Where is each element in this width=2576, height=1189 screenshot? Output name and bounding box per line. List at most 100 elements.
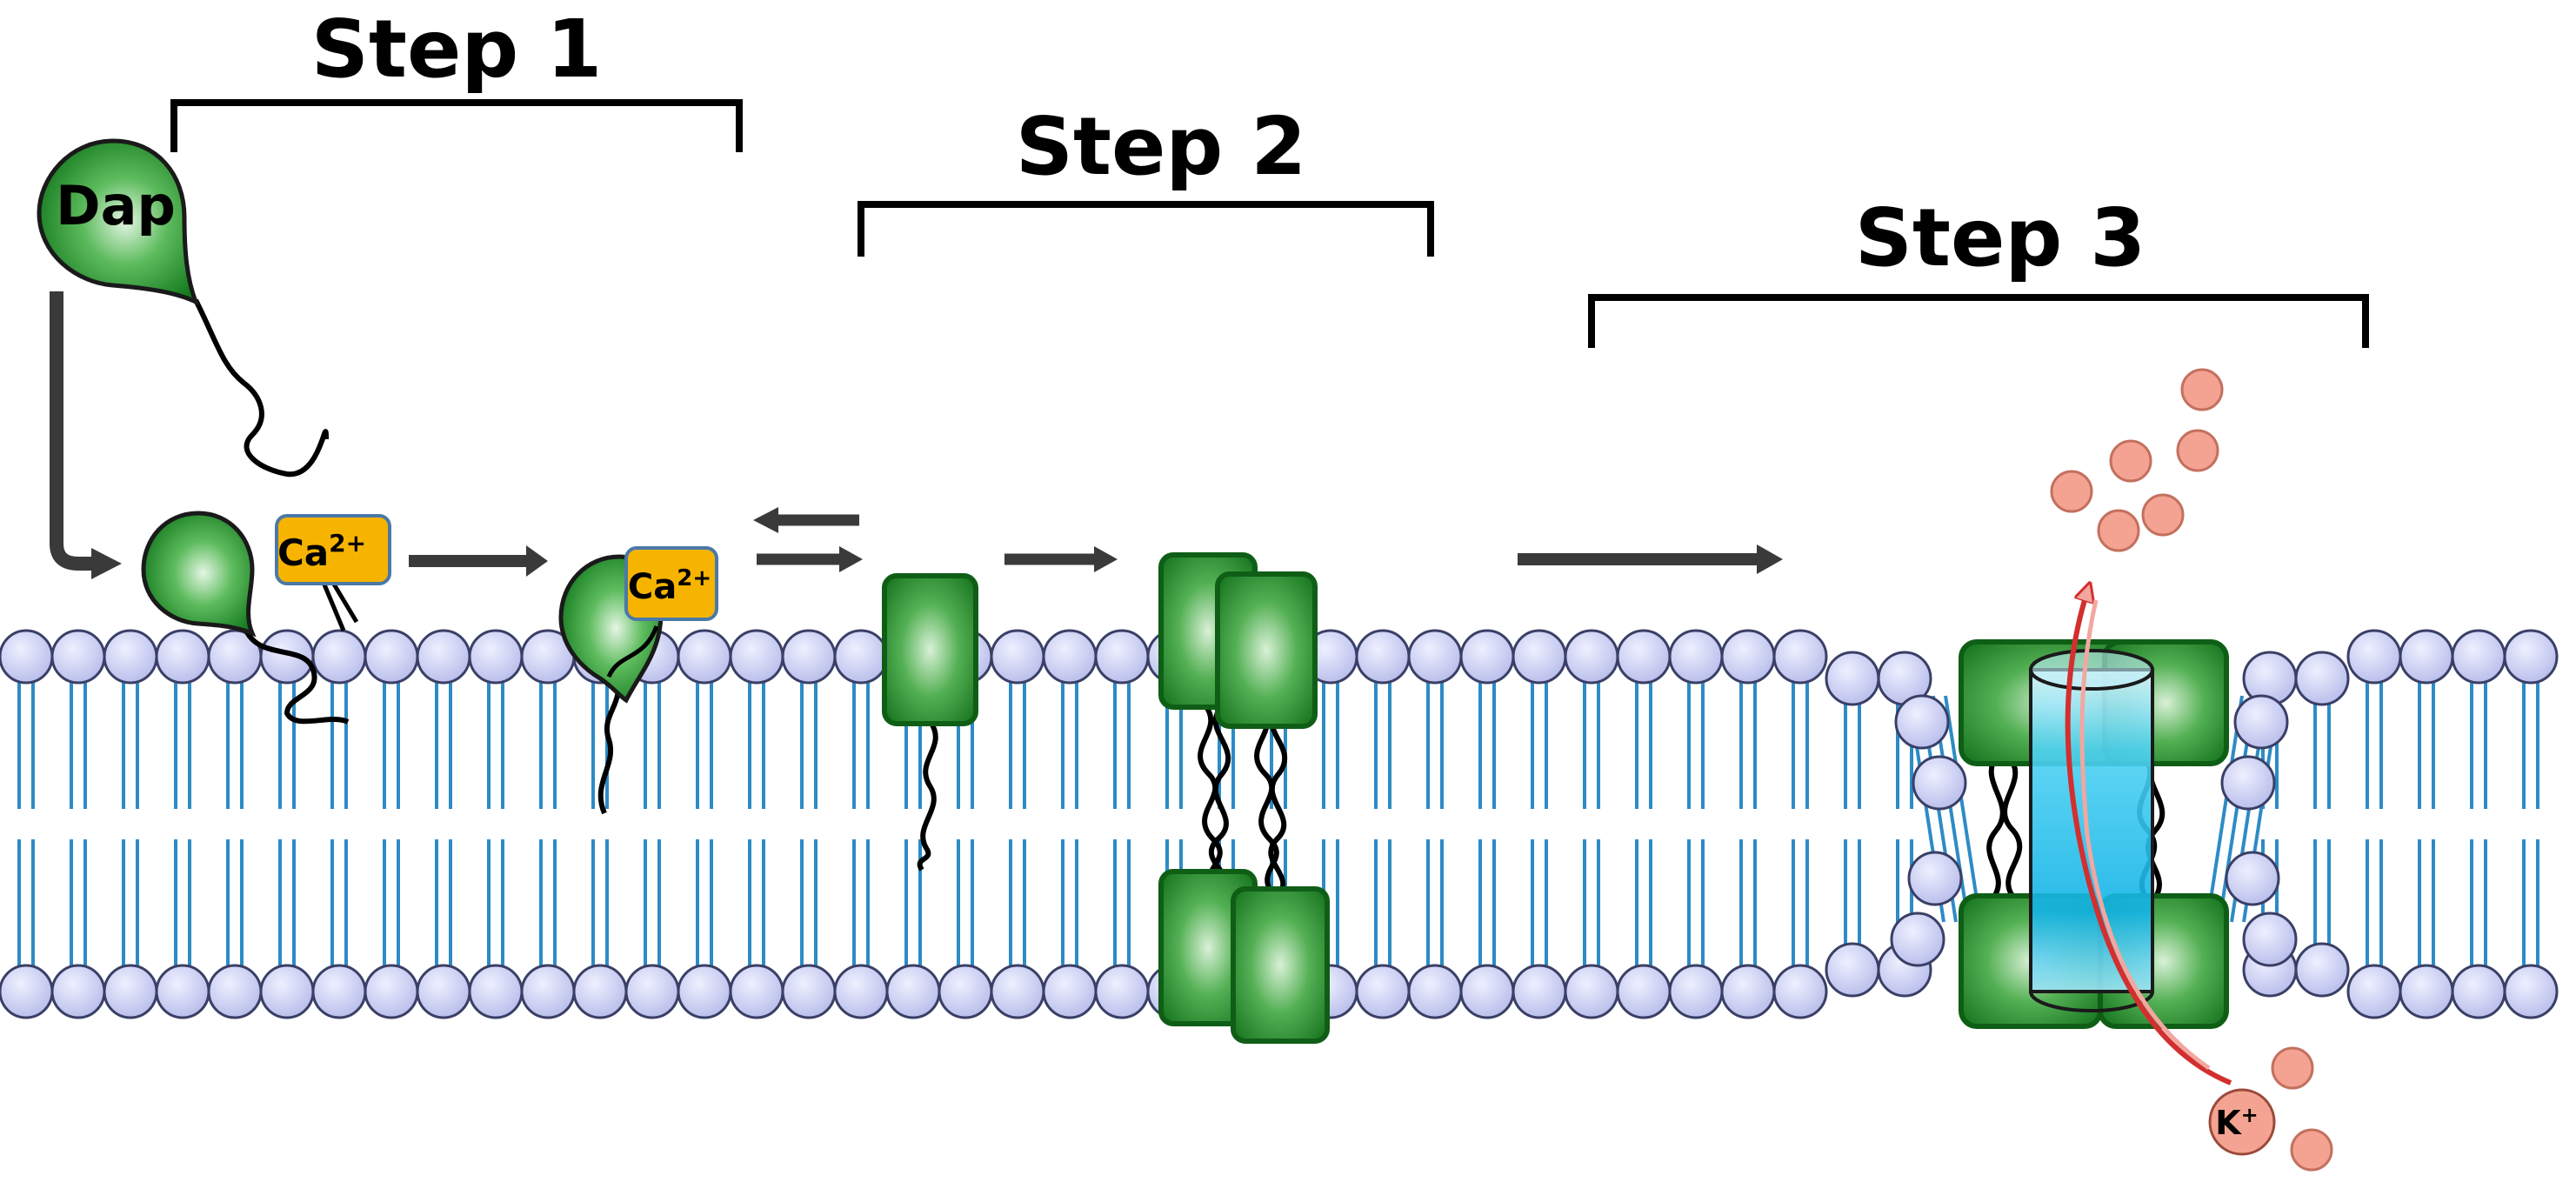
lipid-head (572, 964, 628, 1019)
lipid-head (624, 964, 680, 1019)
lipid-head (2451, 964, 2506, 1019)
lipid-head (781, 629, 837, 685)
lipid-head (1459, 629, 1515, 685)
lipid-head (103, 964, 158, 1019)
efflux-arrow (2065, 591, 2232, 1085)
potassium-symbol: K+ (2215, 1103, 2259, 1142)
lipid-head (729, 629, 784, 685)
lipid-head (1912, 755, 1967, 811)
lipid-head (311, 629, 367, 685)
efflux-arrow-highlight (2079, 599, 2211, 1071)
monomer-block (882, 573, 978, 726)
flow-arrow-head (1094, 546, 1118, 572)
lipid-head (1668, 629, 1724, 685)
dap-lipid-tail (193, 298, 329, 478)
lipid-head (468, 629, 524, 685)
flow-arrow-head (1757, 544, 1783, 574)
oligomer-tail (1268, 705, 1287, 898)
lipid-head (1094, 964, 1150, 1019)
lipid-head (2220, 755, 2276, 811)
lipid-head (2503, 964, 2559, 1019)
potassium-efflux (2065, 591, 2232, 1085)
potassium-ion (2141, 493, 2185, 537)
lipid-head (364, 629, 419, 685)
lipid-head (155, 964, 210, 1019)
lipid-head (1616, 629, 1672, 685)
calcium-symbol: Ca2+ (628, 565, 711, 607)
lipid-head (677, 964, 732, 1019)
step-1-bracket (170, 99, 743, 152)
lipid-head (1564, 629, 1619, 685)
ion-channel-bottom (2029, 991, 2154, 1012)
lipid-head (2451, 629, 2506, 685)
potassium-ion (2271, 1046, 2314, 1090)
pore-tail (1986, 755, 2005, 902)
lipid-head (1355, 964, 1411, 1019)
dap-head (37, 138, 200, 306)
lipid-head (1042, 964, 1098, 1019)
dap-head-bound (141, 511, 257, 638)
calcium-ion-2: Ca2+ (624, 546, 718, 621)
potassium-ion (2050, 470, 2093, 513)
lipid-head (0, 964, 54, 1019)
dap-pore (1959, 639, 2229, 1029)
lipid-head (103, 629, 158, 685)
monomer-tail (917, 720, 938, 872)
flow-arrow-head (526, 545, 548, 577)
lipid-head (2346, 964, 2402, 1019)
lipid-head (155, 629, 210, 685)
lipid-head (2233, 694, 2289, 750)
lipid-head (1407, 629, 1463, 685)
calcium-symbol: Ca2+ (277, 529, 366, 574)
potassium-ion (2180, 368, 2224, 411)
lipid-head (1042, 629, 1098, 685)
lipid-head (520, 964, 576, 1019)
lipid-head (2399, 964, 2454, 1019)
dap-molecule-bound (141, 511, 350, 725)
equilibrium-reverse-head (753, 507, 778, 533)
lipid-head (50, 964, 106, 1019)
lipid-tail (1944, 695, 1982, 923)
lipid-head (1894, 694, 1950, 750)
equilibrium-forward-head (839, 546, 863, 572)
oligomer-block-inner-2 (1231, 886, 1330, 1044)
lipid-head (416, 629, 471, 685)
lipid-head (468, 964, 524, 1019)
lipid-head (1512, 629, 1567, 685)
lipid-head (1825, 942, 1880, 998)
ion-channel (2029, 668, 2154, 993)
lipid-head (1772, 629, 1828, 685)
lipid-head (1459, 964, 1515, 1019)
calcium-bond (319, 578, 346, 631)
lipid-head (2503, 629, 2559, 685)
calcium-badge (275, 514, 391, 585)
calcium-bond (328, 577, 359, 624)
potassium-ion (2176, 429, 2219, 472)
oligomer-block-outer-2 (1215, 571, 1318, 729)
lipid-head (990, 964, 1045, 1019)
lipid-head (833, 629, 889, 685)
lipid-head (50, 629, 106, 685)
lipid-head (2294, 942, 2350, 998)
lipid-head (1720, 964, 1776, 1019)
lipid-head (2225, 851, 2280, 906)
step-1-header: Step 1 (170, 3, 743, 152)
step-3-bracket (1588, 294, 2369, 348)
lipid-head (729, 964, 784, 1019)
lipid-head (1564, 964, 1619, 1019)
dap-oligomer (1158, 552, 1330, 1044)
pore-tail (2002, 755, 2023, 903)
lipid-tail (2206, 695, 2244, 923)
binding-arrow-head (91, 548, 122, 579)
potassium-ion (2109, 439, 2152, 483)
step-2-header: Step 2 (858, 100, 1434, 257)
lipid-head (1616, 964, 1672, 1019)
lipid-head (1512, 964, 1567, 1019)
calcium-badge (624, 546, 718, 621)
lipid-head (938, 964, 993, 1019)
lipid-head (364, 964, 419, 1019)
dap-tail-inserting (597, 673, 621, 815)
lipid-head (2294, 651, 2350, 706)
step-3-header: Step 3 (1588, 191, 2369, 348)
